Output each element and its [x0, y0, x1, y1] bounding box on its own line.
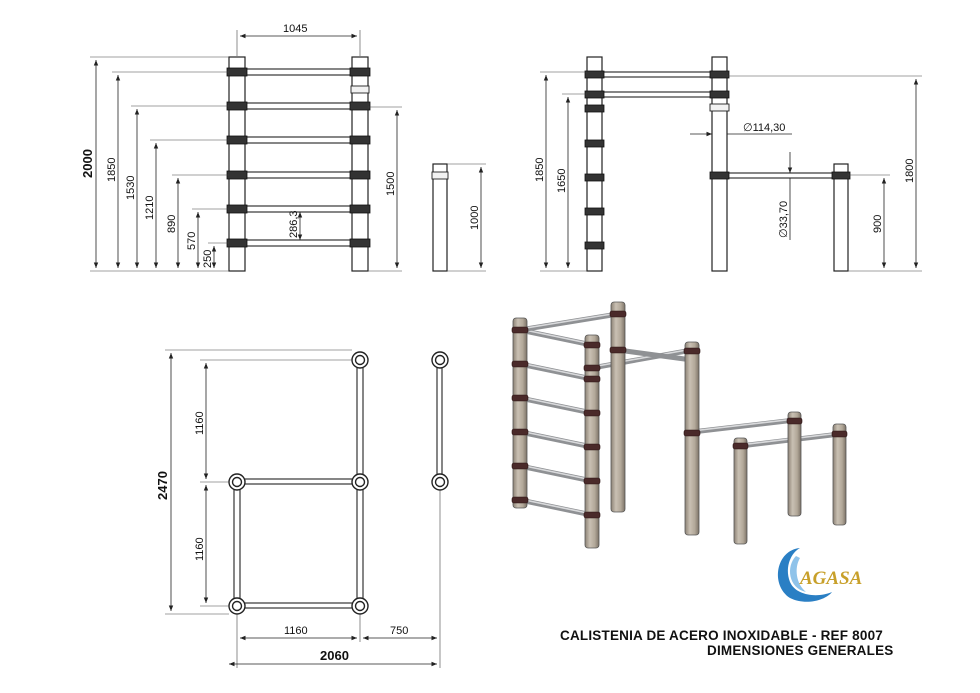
- rung-height-label: 890: [166, 215, 178, 233]
- plan-right-width-label: 750: [390, 625, 408, 637]
- title-line-1: CALISTENIA DE ACERO INOXIDABLE - REF 800…: [560, 628, 883, 643]
- front-rung: [244, 171, 353, 179]
- plan-upper-depth-label: 1160: [194, 411, 206, 435]
- front-width-label: 1045: [283, 23, 307, 35]
- logo-swoosh-icon: [777, 548, 832, 602]
- single-post-height-label: 1000: [469, 206, 481, 230]
- plan-lower-depth-label: 1160: [194, 537, 206, 561]
- side-right-height-label: 900: [872, 215, 884, 233]
- rung-height-label: 1530: [125, 176, 137, 200]
- front-left-post: [228, 56, 246, 272]
- front-right-post: [351, 56, 369, 272]
- rung-height-label: 1210: [144, 196, 156, 220]
- rung-height-label: 250: [202, 250, 214, 268]
- isometric-view: [511, 301, 848, 549]
- iso-rungs: [517, 327, 595, 518]
- title-line-2: DIMENSIONES GENERALES: [707, 643, 894, 658]
- iso-clamps: [511, 310, 848, 519]
- front-post-height-label: 1500: [385, 172, 397, 196]
- front-rung: [244, 136, 353, 144]
- rung-spacing-label: 286,3: [288, 210, 300, 238]
- single-post-view: 1000: [431, 163, 486, 272]
- agasa-logo: AGASA: [777, 548, 862, 602]
- front-clamps: [226, 67, 371, 248]
- side-view: 1850 1650 ∅114,30 ∅33,70 900 1800: [534, 56, 922, 272]
- side-height-label: 1850: [534, 158, 546, 182]
- post-diameter-label: ∅114,30: [743, 122, 785, 134]
- plan-left-width-label: 1160: [284, 625, 308, 637]
- front-rung: [244, 68, 353, 76]
- front-rung: [244, 102, 353, 110]
- side-height-label: 1650: [556, 169, 568, 193]
- side-right-height-label: 1800: [904, 159, 916, 183]
- bar-diameter-label: ∅33,70: [778, 201, 790, 238]
- rung-height-label: 570: [186, 232, 198, 250]
- plan-view: 2470 1160 1160 1160 750 2060: [155, 349, 449, 668]
- plan-total-width-label: 2060: [320, 648, 349, 663]
- title-block: CALISTENIA DE ACERO INOXIDABLE - REF 800…: [560, 628, 920, 658]
- plan-total-depth-label: 2470: [155, 471, 170, 500]
- front-rung: [244, 239, 353, 247]
- rung-height-label: 1850: [106, 158, 118, 182]
- logo-text: AGASA: [799, 568, 862, 589]
- front-view: 1045 2000 1850 1530 1210 890 570 250 286…: [80, 23, 402, 272]
- front-total-height-label: 2000: [80, 149, 95, 178]
